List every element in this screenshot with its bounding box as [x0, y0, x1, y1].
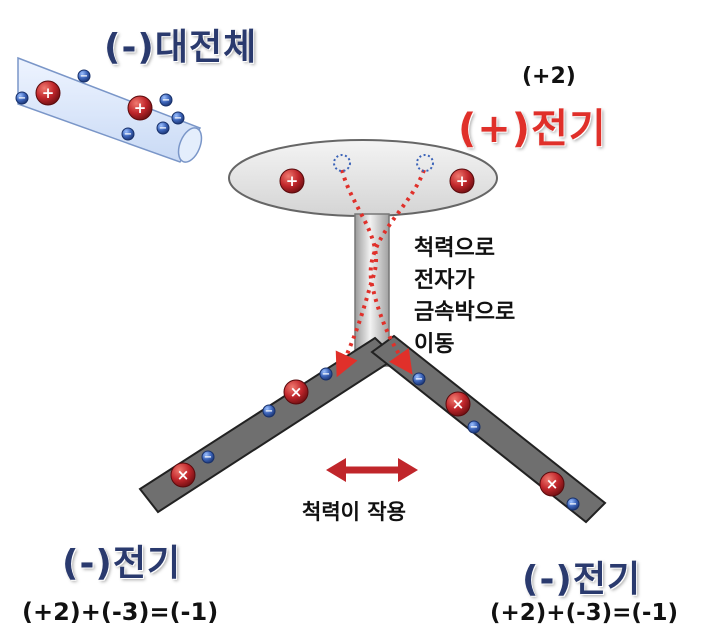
vacant-electron-left: [333, 154, 351, 172]
leaf-proton: ×: [445, 391, 471, 417]
svg-text:−: −: [174, 113, 182, 124]
svg-text:−: −: [265, 406, 273, 417]
svg-text:−: −: [322, 369, 330, 380]
svg-text:−: −: [159, 123, 167, 134]
rod-electron: −: [121, 127, 135, 141]
svg-text:×: ×: [177, 466, 190, 484]
svg-text:+: +: [456, 172, 469, 190]
electron-path-left: [335, 169, 379, 378]
svg-text:−: −: [80, 71, 88, 82]
svg-text:−: −: [569, 499, 577, 510]
description-line-3: 금속박으로: [414, 300, 516, 325]
svg-text:+: +: [286, 172, 299, 190]
leaf-proton: ×: [539, 471, 565, 497]
svg-text:×: ×: [290, 383, 303, 401]
rod-electron: −: [156, 121, 170, 135]
leaf-proton: ×: [283, 379, 309, 405]
knob-proton: +: [449, 168, 475, 194]
rod-electron: −: [171, 111, 185, 125]
rod-proton: +: [127, 95, 153, 121]
leaf-electron: −: [319, 367, 333, 381]
leaf-electron: −: [412, 372, 426, 386]
rod-electron: −: [159, 93, 173, 107]
svg-text:+: +: [134, 99, 147, 117]
repulsion-arrow: [326, 458, 418, 482]
right-leaf-charge-label: (-)전기: [522, 559, 642, 600]
svg-text:×: ×: [452, 395, 465, 413]
rod-electron: −: [15, 91, 29, 105]
knob-charge-count: (+2): [522, 64, 576, 89]
vacant-electron-right: [416, 154, 434, 172]
knob-charge-label: (+)전기: [458, 106, 607, 152]
leaf-electron: −: [201, 450, 215, 464]
svg-text:−: −: [415, 374, 423, 385]
leaf-electron: −: [467, 420, 481, 434]
leaf-proton: ×: [170, 462, 196, 488]
description-line-2: 전자가: [414, 268, 475, 293]
leaf-electron: −: [566, 497, 580, 511]
left-leaf-equation: (+2)+(-3)=(-1): [22, 598, 219, 626]
leaf-electron: −: [262, 404, 276, 418]
svg-text:−: −: [162, 95, 170, 106]
svg-text:−: −: [204, 452, 212, 463]
left-leaf-charge-label: (-)전기: [62, 543, 182, 584]
repulsion-label: 척력이 작용: [302, 500, 406, 524]
svg-text:−: −: [18, 93, 26, 104]
rod-charge-label: (-)대전체: [104, 27, 258, 68]
rod-proton: +: [35, 80, 61, 106]
rod-electron: −: [77, 69, 91, 83]
svg-text:−: −: [470, 422, 478, 433]
knob-proton: +: [279, 168, 305, 194]
right-leaf-equation: (+2)+(-3)=(-1): [490, 600, 678, 626]
svg-text:−: −: [124, 129, 132, 140]
description-line-1: 척력으로: [414, 236, 495, 261]
svg-text:×: ×: [546, 475, 559, 493]
description-line-4: 이동: [414, 332, 455, 357]
svg-text:+: +: [42, 84, 55, 102]
